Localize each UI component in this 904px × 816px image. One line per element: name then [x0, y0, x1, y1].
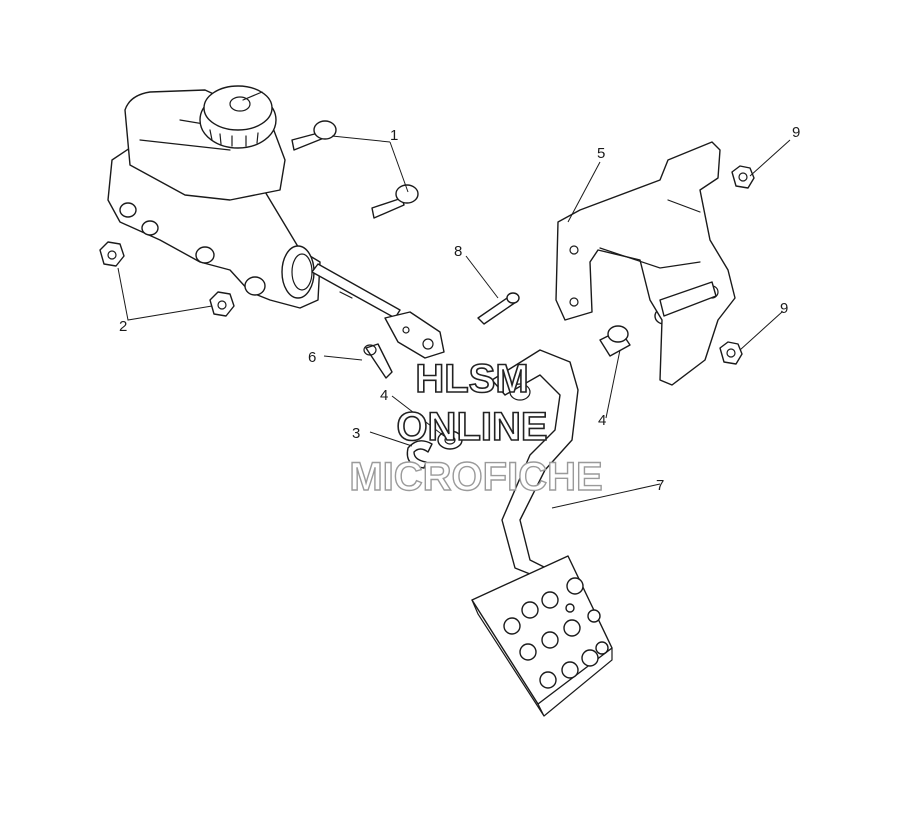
- master-cylinder: [107, 85, 445, 359]
- callout-4-right: 4: [598, 412, 606, 429]
- callout-1: 1: [390, 127, 398, 144]
- mounting-bolt: [291, 120, 419, 219]
- callout-8: 8: [454, 243, 462, 260]
- callout-6: 6: [308, 349, 316, 366]
- callout-5: 5: [597, 145, 605, 162]
- callout-3: 3: [352, 425, 360, 442]
- e-clip: [406, 440, 433, 469]
- callout-labels: 1 2 3 4 4 5 6 7 8 9 9: [119, 124, 800, 494]
- callout-7: 7: [656, 477, 664, 494]
- hex-nut: [99, 241, 235, 317]
- watermark: HLSM ONLINE MICROFICHE: [349, 356, 604, 500]
- pedal-bracket: [555, 141, 736, 386]
- clutch-pedal: [471, 349, 613, 717]
- flange-nut: [719, 165, 755, 365]
- callout-2: 2: [119, 318, 127, 335]
- cotter-pin: [363, 343, 393, 379]
- watermark-line-1: HLSM: [415, 357, 528, 401]
- clevis-pin: [477, 292, 520, 325]
- watermark-line-2: ONLINE: [396, 405, 547, 449]
- callout-9-bottom: 9: [780, 300, 788, 317]
- pedal-pad-studs: [503, 577, 609, 689]
- watermark-line-3: MICROFICHE: [349, 455, 602, 499]
- callout-4-left: 4: [380, 387, 388, 404]
- callout-9-top: 9: [792, 124, 800, 141]
- leader-lines: [117, 135, 791, 509]
